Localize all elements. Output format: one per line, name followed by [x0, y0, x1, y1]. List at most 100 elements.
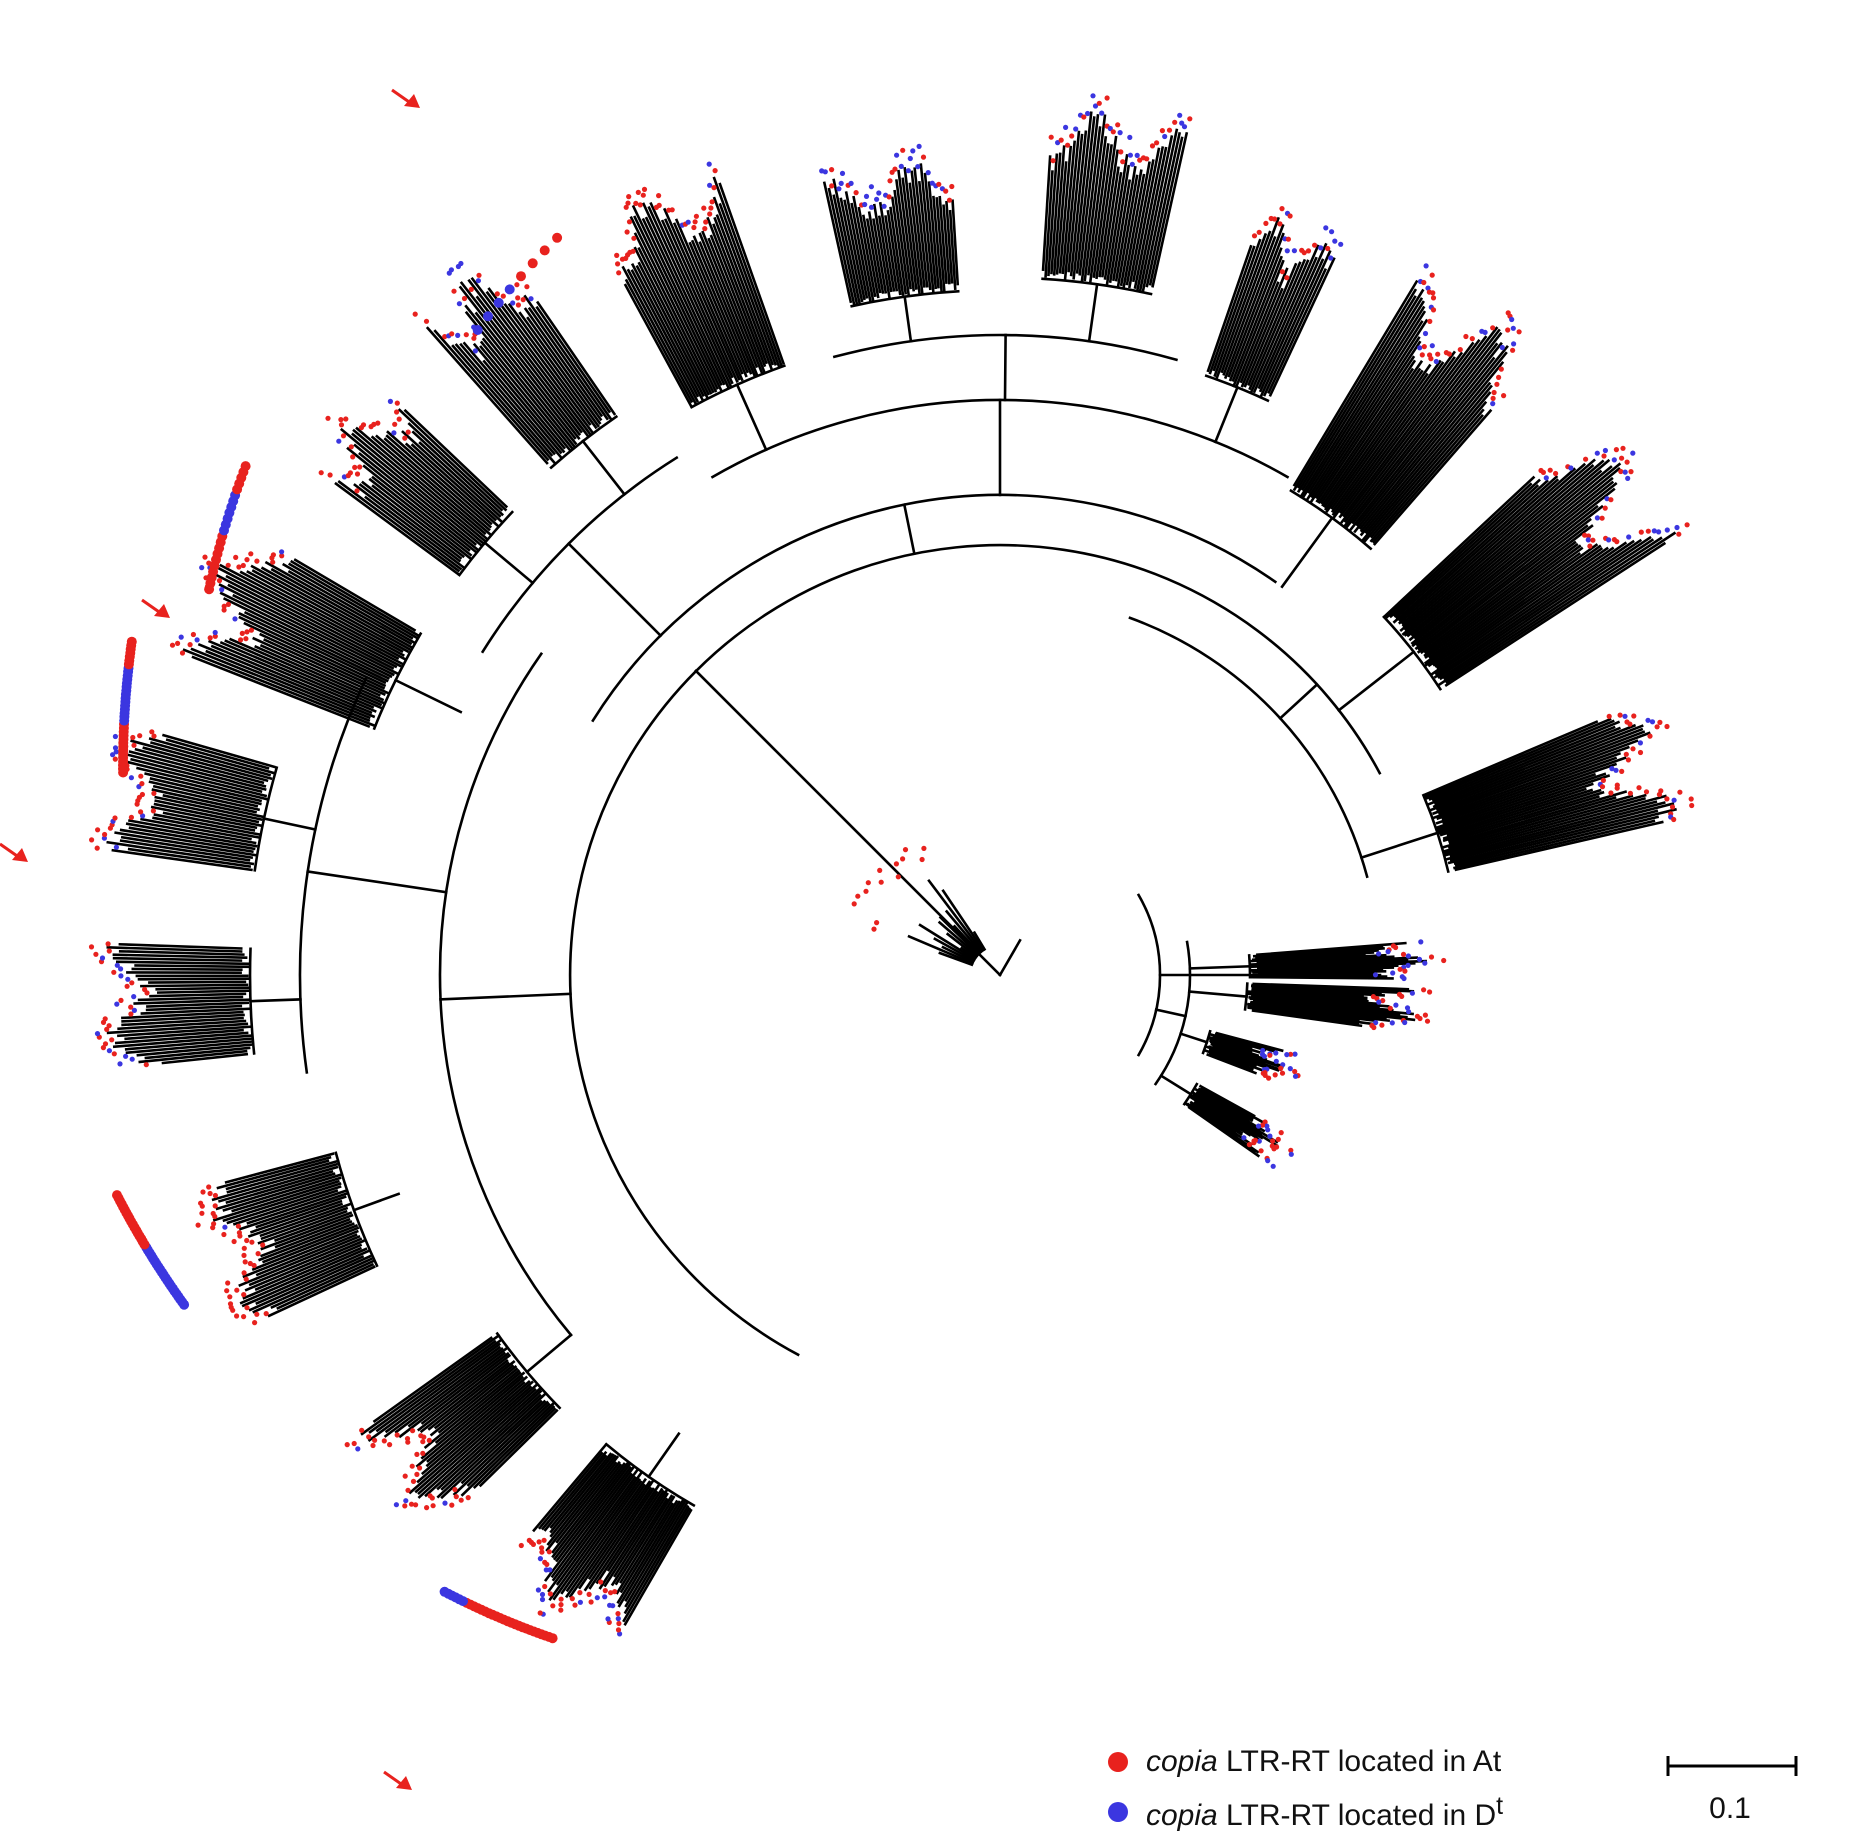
red-dot-icon [139, 781, 145, 787]
tree-branch [1435, 772, 1597, 830]
tree-branch [258, 1222, 355, 1262]
tree-branch [507, 302, 601, 428]
tree-branch [1417, 504, 1604, 651]
tree-branch [1454, 815, 1660, 867]
red-dot-icon [1617, 712, 1623, 718]
red-dot-icon [1284, 275, 1290, 281]
tree-branch [1446, 788, 1594, 837]
blue-dot-icon [868, 204, 875, 210]
blue-dot-icon [1332, 238, 1338, 244]
tree-branch [1114, 165, 1137, 282]
red-dot-icon [550, 1603, 556, 1609]
red-dot-icon [1664, 796, 1670, 802]
tree-branch [131, 967, 243, 972]
red-dot-icon [381, 1438, 387, 1444]
blue-dot-icon [1626, 534, 1632, 540]
tree-branch [624, 278, 694, 404]
red-dot-icon [569, 1596, 575, 1602]
tree-branch [901, 177, 918, 290]
red-dot-icon [409, 1463, 415, 1469]
tree-branch [1268, 257, 1336, 397]
tree-branch [548, 1471, 643, 1602]
red-dot-icon [111, 969, 117, 975]
tree-branch [150, 805, 258, 830]
tree-branch [549, 1452, 613, 1529]
tree-branch [133, 998, 250, 1005]
red-dot-icon [1516, 329, 1522, 335]
red-dot-icon [1636, 785, 1642, 791]
red-dot-icon [1606, 713, 1612, 720]
tree-branch [1058, 145, 1073, 274]
red-dot-icon [255, 1251, 261, 1257]
blue-dot-icon [1389, 1020, 1395, 1026]
tree-branch [523, 307, 604, 418]
tree-branch [142, 746, 269, 783]
tree-branch [460, 1400, 550, 1485]
tree-branch [1223, 223, 1285, 380]
red-dot-icon [1278, 1065, 1284, 1071]
tree-branch [1392, 475, 1559, 624]
tree-branch [287, 570, 416, 644]
tree-branch [426, 1375, 529, 1463]
red-dot-icon [702, 226, 708, 232]
tree-branch [1067, 133, 1084, 273]
blue-dot-icon [1256, 1138, 1262, 1144]
tree-branch [1305, 320, 1424, 501]
tree-branch [211, 1162, 339, 1202]
red-dot-icon [500, 293, 506, 299]
tree-branch [944, 909, 983, 954]
red-dot-icon [270, 559, 276, 565]
tree-branch [371, 475, 473, 557]
tree-branch [127, 847, 252, 868]
red-dot-icon [878, 879, 884, 885]
tree-branch [698, 232, 759, 377]
tree-branch [1127, 159, 1155, 289]
red-dot-icon [1256, 229, 1262, 235]
tree-branch [635, 264, 705, 398]
blue-dot-icon [543, 1567, 549, 1573]
blue-dot-icon [1073, 126, 1079, 132]
tree-branch [1330, 372, 1429, 510]
red-dot-icon [244, 629, 250, 635]
tree-branch [1432, 731, 1651, 816]
tree-branch [452, 1402, 551, 1496]
red-dot-icon [468, 286, 474, 292]
blue-dot-icon [131, 994, 137, 1000]
red-dot-icon [1288, 1051, 1294, 1057]
tree-branch [411, 430, 505, 517]
red-dot-icon [577, 1590, 583, 1596]
tree-branch [254, 644, 387, 706]
red-dot-icon [175, 640, 181, 647]
tree-branch [938, 915, 981, 957]
blue-dot-icon [128, 775, 134, 781]
tree-branch [890, 196, 908, 295]
red-dot-icon [1625, 757, 1631, 763]
tree-branch [232, 1189, 339, 1226]
tree-branch [919, 163, 935, 294]
tree-branch [437, 1367, 519, 1434]
tree-arc [480, 455, 679, 654]
blue-dot-icon [391, 430, 397, 436]
red-dot-icon [387, 1442, 393, 1448]
tree-branch [549, 1453, 615, 1534]
tree-branch [1125, 161, 1151, 286]
tree-branch [161, 1052, 249, 1065]
tree-branch [1154, 1008, 1188, 1018]
tree-branch [117, 1019, 247, 1031]
blue-dot-icon [1117, 130, 1123, 136]
red-dot-icon [520, 297, 526, 303]
red-dot-icon [626, 194, 632, 200]
red-dot-icon [249, 1239, 255, 1245]
blue-dot-icon [1385, 949, 1391, 955]
tree-branch [647, 205, 733, 388]
tree-arc [1128, 616, 1369, 879]
red-dot-icon [1585, 533, 1592, 539]
tree-branch [712, 196, 778, 366]
tree-branch [217, 1165, 339, 1203]
tree-branch [706, 216, 767, 368]
red-dot-icon [1279, 206, 1285, 212]
legend-label-at: copia LTR-RT located in At [1146, 1745, 1502, 1778]
tree-branch [551, 1463, 623, 1554]
blue-dot-icon [1273, 1058, 1279, 1064]
